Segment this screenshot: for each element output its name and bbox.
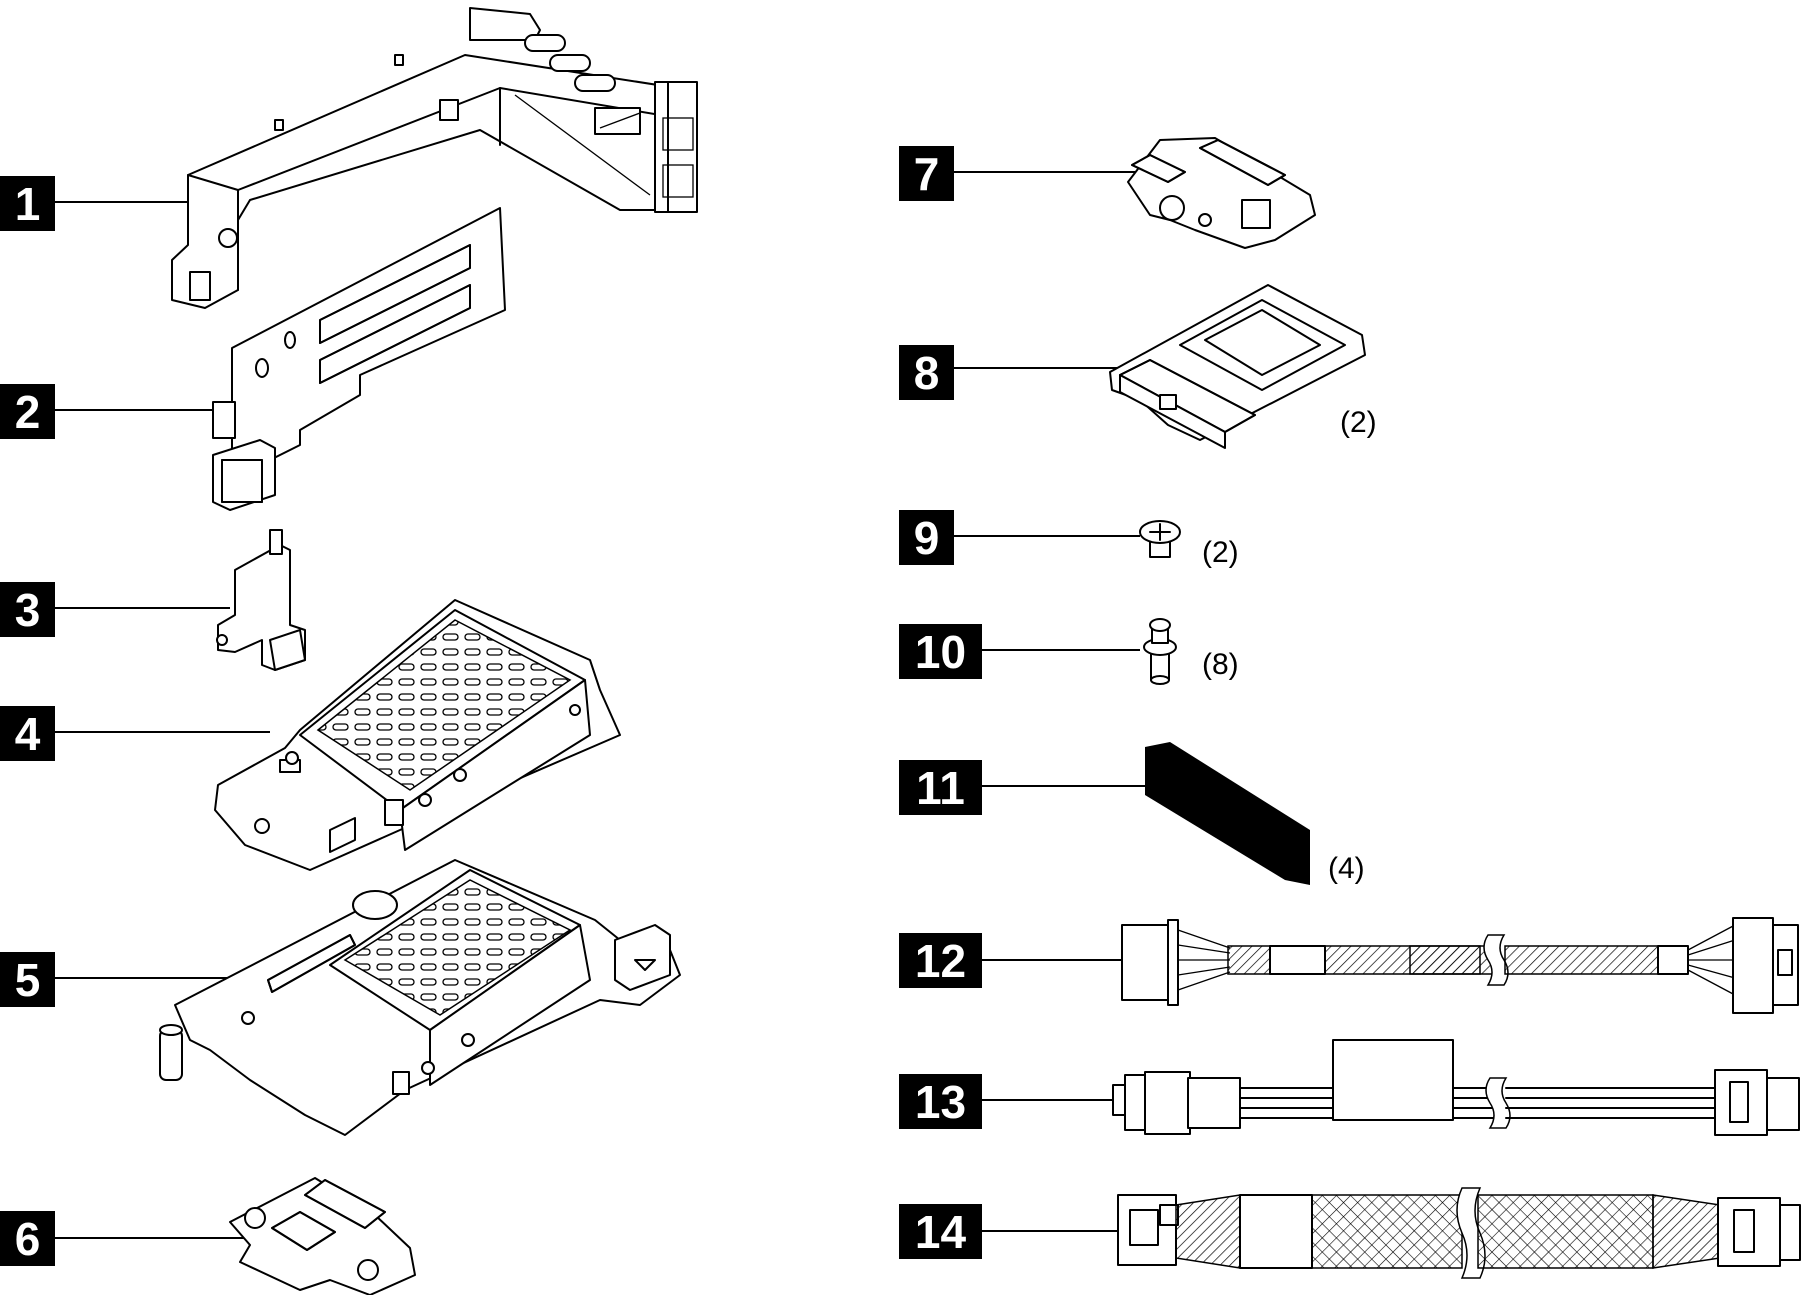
callout-badge-3 [0,582,55,637]
callout-badge-10 [899,624,982,679]
riser-card-illustration [212,207,506,511]
interposer-board-illustration [229,1177,416,1295]
callout-3: 3 [0,582,230,637]
bracket-illustration [216,529,306,671]
quantity-label-11: (4) [1328,852,1365,885]
callout-12: 12 [899,933,1130,988]
callout-label-11: 11 [916,762,965,814]
quantity-label-10: (8) [1202,648,1239,681]
callout-4: 4 [0,706,270,761]
quantity-label-9: (2) [1202,536,1239,569]
latched-drive-cage-illustration [159,859,681,1136]
callout-badge-6 [0,1211,55,1266]
callout-label-4: 4 [15,708,41,760]
callout-label-7: 7 [914,148,940,200]
callout-badge-1 [0,176,55,231]
screw-illustration [1139,520,1181,558]
callout-badge-11 [899,760,982,815]
callout-7: 7 [899,146,1135,201]
standoff-screw-illustration [1143,618,1177,685]
callout-5: 5 [0,952,245,1007]
callout-11: 11 (4) [899,760,1365,885]
drive-cage-illustration [214,599,621,871]
callout-13: 13 [899,1074,1120,1129]
callout-label-13: 13 [915,1076,966,1128]
callout-badge-2 [0,384,55,439]
callout-badge-4 [0,706,55,761]
callout-label-2: 2 [15,386,41,438]
callout-8: 8 (2) [899,345,1377,439]
label-strip-illustration [1145,742,1310,885]
callout-14: 14 [899,1204,1120,1259]
callout-2: 2 [0,384,218,439]
callout-label-14: 14 [915,1206,967,1258]
callout-label-8: 8 [914,347,940,399]
callout-label-1: 1 [15,178,41,230]
callout-label-5: 5 [15,954,41,1006]
drive-carrier-illustration [1109,284,1366,449]
callout-6: 6 [0,1211,245,1266]
callout-label-12: 12 [915,935,966,987]
callout-badge-13 [899,1074,982,1129]
callout-1: 1 [0,176,188,231]
power-cable-illustration [1121,917,1799,1014]
callout-badge-8 [899,345,954,400]
signal-cable-illustration [1112,1039,1800,1136]
callout-badge-5 [0,952,55,1007]
callout-badge-14 [899,1204,982,1259]
callout-badge-12 [899,933,982,988]
riser-cage-illustration [171,7,698,309]
callout-badge-7 [899,146,954,201]
callout-10: 10 (8) [899,624,1239,681]
callout-9: 9 (2) [899,510,1239,569]
callout-label-9: 9 [914,512,940,564]
callout-label-10: 10 [915,626,966,678]
callout-label-6: 6 [15,1213,41,1265]
callout-label-3: 3 [15,584,41,636]
quantity-label-8: (2) [1340,406,1377,439]
small-board-illustration [1127,137,1316,249]
callout-badge-9 [899,510,954,565]
mini-sas-cable-illustration [1117,1187,1801,1279]
